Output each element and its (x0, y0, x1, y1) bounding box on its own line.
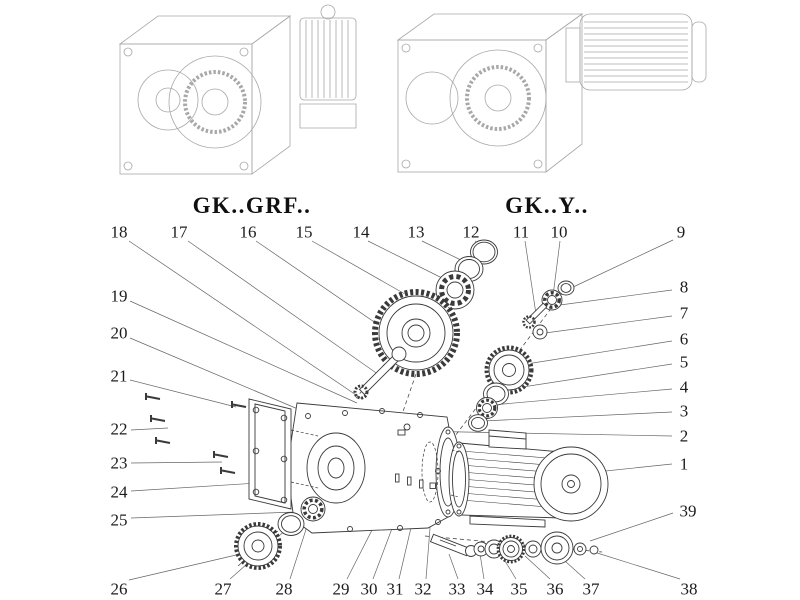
part-number-32: 32 (414, 579, 432, 599)
part-number-16: 16 (239, 222, 257, 242)
leader-line-17 (187, 240, 383, 378)
part-number-29: 29 (332, 579, 350, 599)
leader-line-38 (593, 551, 681, 580)
leader-line-33 (448, 553, 459, 580)
part-number-23: 23 (110, 453, 128, 473)
part-number-4: 4 (679, 377, 689, 397)
leader-line-21 (129, 379, 237, 408)
part-number-39: 39 (679, 501, 697, 521)
ghost-drawing-grf (118, 4, 357, 175)
leader-line-24 (130, 482, 259, 492)
part-number-25: 25 (110, 510, 128, 530)
motor (448, 429, 609, 528)
part-number-13: 13 (407, 222, 425, 242)
part-number-20: 20 (110, 323, 128, 343)
part-number-34: 34 (476, 579, 494, 599)
leader-line-26 (128, 551, 250, 581)
leader-line-25 (130, 511, 297, 519)
leader-line-2 (411, 430, 673, 437)
part-number-10: 10 (550, 222, 568, 242)
part-number-19: 19 (110, 286, 128, 306)
leader-line-7 (544, 315, 673, 334)
leader-line-9 (570, 239, 674, 289)
part-number-26: 26 (110, 579, 128, 599)
part-number-14: 14 (352, 222, 370, 242)
leader-line-23 (130, 461, 223, 464)
part-number-24: 24 (110, 482, 128, 502)
part-number-37: 37 (582, 579, 600, 599)
leader-line-5 (502, 363, 673, 391)
leader-line-34 (479, 553, 485, 580)
leader-line-18 (128, 240, 363, 400)
part-number-36: 36 (546, 579, 564, 599)
output-bearing-set (234, 496, 326, 570)
leader-line-19 (129, 300, 358, 404)
part-number-15: 15 (295, 222, 313, 242)
variant-label-gk-y: GK..Y.. (505, 193, 589, 218)
motor-flange-fasteners (395, 468, 441, 489)
part-number-2: 2 (679, 426, 689, 446)
leader-line-11 (524, 240, 537, 315)
part-number-7: 7 (679, 303, 689, 323)
part-number-27: 27 (214, 579, 232, 599)
part-number-11: 11 (512, 222, 530, 242)
exploded-view-drawing (145, 239, 609, 570)
input-shaft (353, 346, 407, 400)
leader-line-8 (559, 289, 673, 306)
leader-line-6 (519, 340, 673, 366)
part-number-18: 18 (110, 222, 128, 242)
leader-line-1 (595, 463, 673, 473)
part-number-12: 12 (462, 222, 480, 242)
leader-line-3 (482, 411, 673, 422)
mounting-flange-plate (248, 398, 319, 510)
leader-line-13 (421, 240, 466, 263)
part-number-3: 3 (679, 401, 689, 421)
leader-line-10 (552, 240, 561, 297)
part-number-33: 33 (448, 579, 466, 599)
part-number-38: 38 (680, 579, 698, 599)
part-number-28: 28 (275, 579, 293, 599)
leader-line-39 (589, 512, 674, 542)
part-number-22: 22 (110, 419, 128, 439)
part-number-8: 8 (679, 277, 689, 297)
part-number-5: 5 (679, 352, 689, 372)
ghost-drawing-y (396, 13, 707, 173)
part-number-21: 21 (110, 366, 128, 386)
part-number-1: 1 (679, 454, 689, 474)
mounting-bolts (145, 393, 247, 474)
variant-label-gk-grf: GK..GRF.. (192, 193, 312, 218)
leader-line-22 (130, 427, 169, 431)
leader-line-4 (491, 388, 673, 406)
part-number-17: 17 (170, 222, 188, 242)
leader-line-36 (524, 555, 551, 580)
part-number-30: 30 (360, 579, 378, 599)
leader-line-14 (367, 240, 453, 284)
part-number-35: 35 (510, 579, 528, 599)
part-number-9: 9 (676, 222, 686, 242)
pinion-shaft-stack (468, 280, 575, 432)
part-number-31: 31 (386, 579, 404, 599)
part-number-6: 6 (679, 329, 689, 349)
output-shaft-assembly (429, 531, 599, 565)
